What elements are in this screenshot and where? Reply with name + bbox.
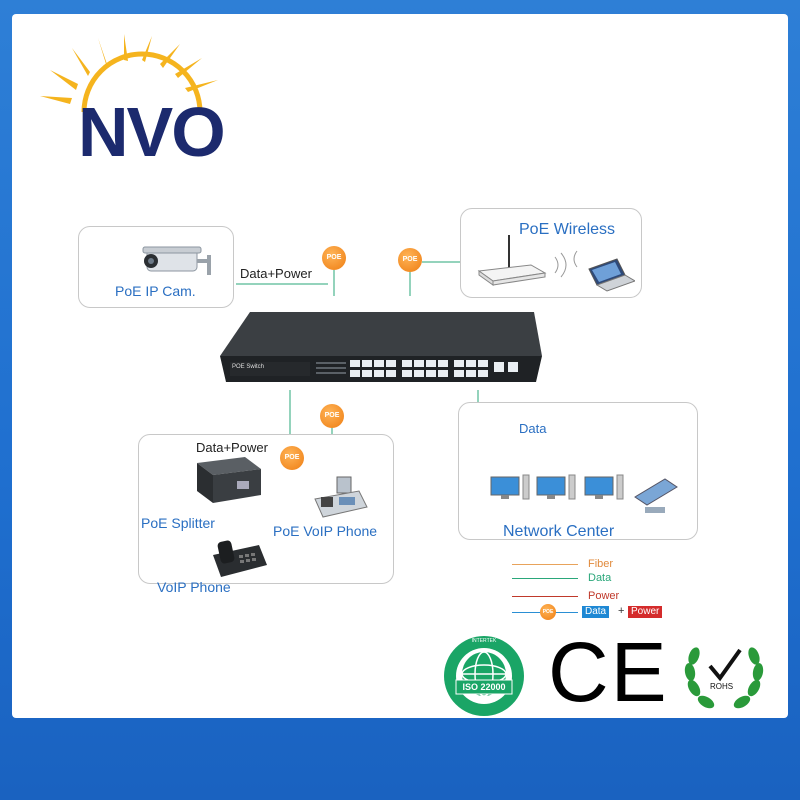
router-laptop-icon	[477, 235, 635, 292]
poe-wireless-label: PoE Wireless	[519, 221, 616, 238]
nvo-logo: NVO	[32, 34, 252, 171]
ce-mark: CE	[548, 625, 669, 719]
fiber-legend-line	[512, 564, 578, 565]
power-tag: Power	[628, 606, 663, 618]
ip-cam-box: PoE IP Cam.	[78, 226, 234, 308]
poe-badge: POE	[322, 246, 346, 270]
poe-switch: POE Switch	[220, 310, 542, 400]
ce-text: CE	[548, 625, 669, 719]
poe-badge: POE	[398, 248, 422, 272]
power-legend-line	[512, 596, 578, 597]
brand-name: NVO	[78, 93, 226, 171]
network-center-box: Data Network Center	[458, 402, 698, 540]
poe-voip-phone-icon	[314, 476, 368, 518]
poe-badge: POE	[540, 604, 556, 620]
poe-splitter-label: PoE Splitter	[141, 515, 215, 531]
intertek-ring-text: INTERTEK	[471, 638, 497, 644]
rohs-text: ROHS	[710, 682, 734, 691]
data-tag: Data	[582, 606, 610, 618]
sun-icon	[40, 34, 218, 113]
fiber-legend-label: Fiber	[588, 558, 614, 570]
poe-voip-phone-label: PoE VoIP Phone	[273, 523, 378, 539]
voip-phone-label: VoIP Phone	[157, 579, 231, 595]
power-legend-label: Power	[588, 590, 620, 602]
switch-icon	[220, 312, 542, 382]
intertek-badge-icon	[444, 636, 524, 716]
data-legend-label: Data	[588, 572, 612, 584]
splitter-box: PoE Splitter PoE VoIP Phone VoIP Phone	[138, 434, 394, 595]
main-card: NVO PoE IP Cam	[12, 14, 788, 718]
switch-label: POE Switch	[232, 364, 265, 370]
computers-icon	[490, 474, 678, 513]
data-label: Data	[519, 421, 547, 436]
poe-badge: POE	[280, 446, 304, 470]
voip-phone-icon	[213, 540, 267, 577]
rohs-cert: ROHS	[680, 632, 768, 716]
data-power-label-bottom: Data+Power	[196, 440, 268, 455]
wireless-box: PoE Wireless	[460, 208, 642, 298]
data-legend-line	[512, 578, 578, 579]
iso-22000-cert: ISO 22000 INTERTEK	[442, 634, 526, 718]
data-power-label-top: Data+Power	[240, 266, 312, 281]
camera-icon	[142, 246, 211, 275]
iso-text: ISO 22000	[462, 682, 506, 692]
plus-sign: +	[618, 605, 625, 617]
poe-badge: POE	[320, 404, 344, 428]
network-center-label: Network Center	[503, 523, 615, 540]
rohs-laurel-icon	[684, 647, 764, 709]
legend: Fiber Data Power POE Data + Power	[512, 558, 682, 628]
ip-cam-label: PoE IP Cam.	[115, 283, 196, 299]
splitter-icon	[197, 457, 261, 503]
